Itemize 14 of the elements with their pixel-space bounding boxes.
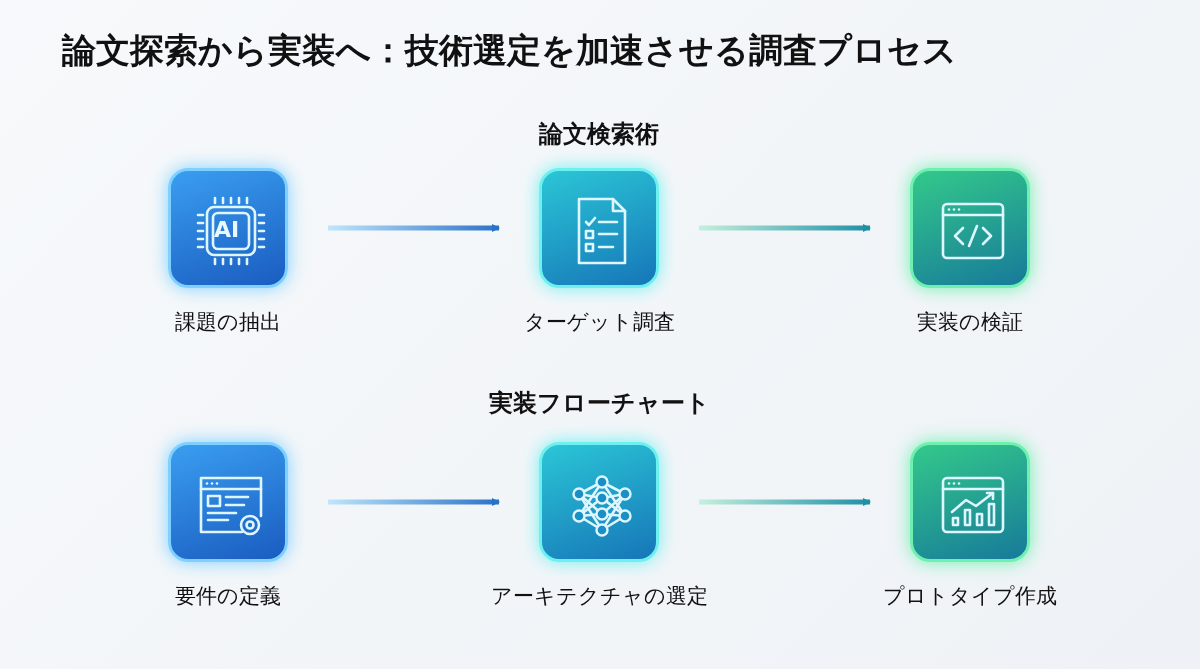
arrow — [328, 498, 500, 506]
step-label: プロトタイプ作成 — [883, 583, 1057, 610]
step-label: 課題の抽出 — [175, 309, 281, 336]
arrow — [699, 498, 871, 506]
title: 論文探索から実装へ：技術選定を加速させる調査プロセス — [62, 29, 957, 72]
chip-label: AI — [214, 217, 240, 242]
arrow — [328, 224, 500, 232]
step-label: ターゲット調査 — [523, 309, 675, 336]
section-heading: 実装フローチャート — [488, 388, 710, 419]
arrow — [699, 224, 871, 232]
step-label: 実装の検証 — [917, 309, 1023, 336]
step-label: 要件の定義 — [175, 583, 281, 610]
step-label: アーキテクチャの選定 — [490, 583, 708, 610]
section-heading: 論文検索術 — [539, 119, 659, 150]
